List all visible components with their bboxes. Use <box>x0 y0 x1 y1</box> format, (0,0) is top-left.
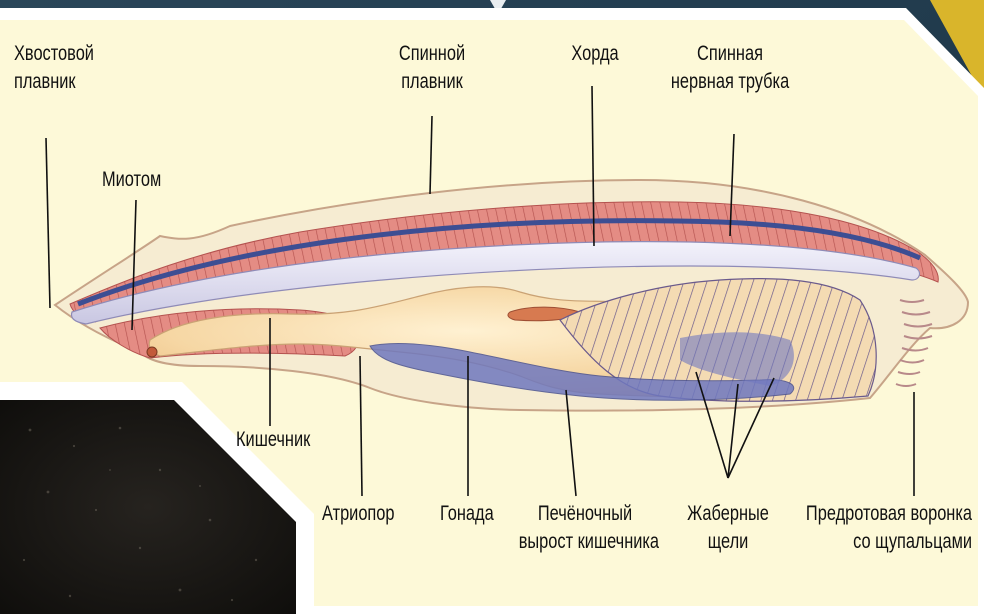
label-oral-funnel: Предротовая воронка со щупальцами <box>791 500 972 556</box>
label-gill-slits-line2: щели <box>681 528 775 556</box>
label-dorsal-fin-line1: Спинной <box>385 40 479 68</box>
label-tail-fin-line1: Хвостовой <box>14 40 94 68</box>
label-dorsal-fin: Спинной плавник <box>385 40 479 96</box>
label-neural-tube-line2: нервная трубка <box>668 68 793 96</box>
label-gill-slits-line1: Жаберные <box>681 500 775 528</box>
label-oral-funnel-line2: со щупальцами <box>791 528 972 556</box>
label-hepatic-outgrowth: Печёночный вырост кишечника <box>519 500 652 556</box>
label-notochord: Хорда <box>552 40 638 68</box>
label-intestine-text: Кишечник <box>236 426 310 454</box>
label-tail-fin: Хвостовой плавник <box>14 40 94 96</box>
label-gonad-text: Гонада <box>440 500 494 528</box>
label-gonad: Гонада <box>440 500 494 528</box>
label-tail-fin-line2: плавник <box>14 68 94 96</box>
label-gill-slits: Жаберные щели <box>681 500 775 556</box>
label-notochord-text: Хорда <box>552 40 638 68</box>
label-neural-tube-line1: Спинная <box>668 40 793 68</box>
label-intestine: Кишечник <box>236 426 310 454</box>
label-atriopore: Атриопор <box>322 500 395 528</box>
label-dorsal-fin-line2: плавник <box>385 68 479 96</box>
label-oral-funnel-line1: Предротовая воронка <box>791 500 972 528</box>
label-myotome-text: Миотом <box>102 166 161 194</box>
label-neural-tube: Спинная нервная трубка <box>668 40 793 96</box>
label-atriopore-text: Атриопор <box>322 500 395 528</box>
label-hepatic-outgrowth-line1: Печёночный <box>519 500 652 528</box>
label-hepatic-outgrowth-line2: вырост кишечника <box>519 528 652 556</box>
label-myotome: Миотом <box>102 166 161 194</box>
